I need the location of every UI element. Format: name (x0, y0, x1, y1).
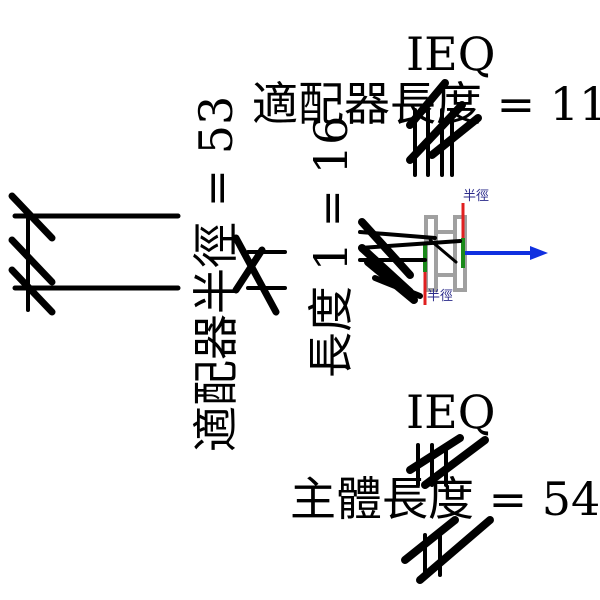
top-ieq-tag: IEQ (406, 27, 495, 81)
bottom-ieq-tag: IEQ (406, 385, 495, 439)
arrow-head-icon (530, 246, 548, 260)
left-dimension-lines (8, 192, 287, 316)
top-leader-marks (406, 79, 482, 177)
radius-label-bottom: 半徑 (427, 289, 453, 304)
length1-label: 長度 1 = 16 (304, 116, 358, 378)
radius-label-top: 半徑 (463, 189, 489, 204)
bottom-leader-marks (401, 434, 494, 584)
adapter-part-view: 半徑 半徑 (358, 189, 548, 305)
adapter-radius-label: 適配器半徑 = 53 (189, 96, 243, 452)
